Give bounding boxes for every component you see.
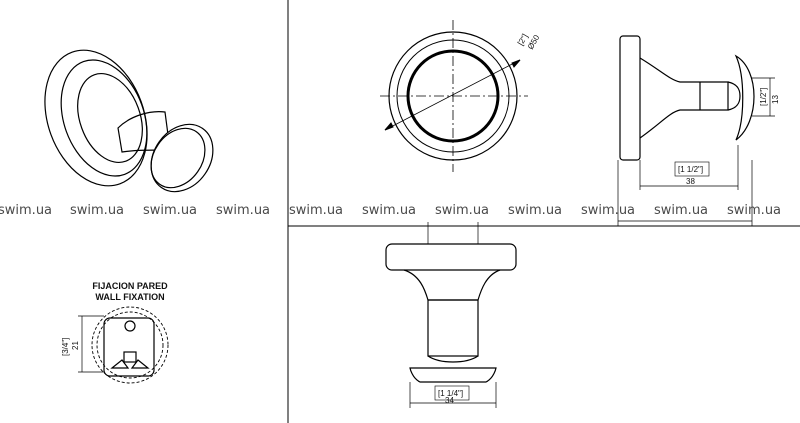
front-view — [380, 20, 528, 172]
watermark-text: swim.ua — [654, 203, 709, 218]
bottom-view — [385, 222, 517, 408]
watermark-text: swim.ua — [70, 203, 125, 218]
side-height-metric: 13 — [771, 95, 780, 104]
bottom-width-imperial: [1 1/4"] — [438, 389, 463, 398]
watermark-text: swim.ua — [143, 203, 198, 218]
watermark-text: swim.ua — [362, 203, 417, 218]
front-diameter-metric: Ø50 — [526, 33, 542, 51]
watermark-text: swim.ua — [435, 203, 490, 218]
fixation-title-es: FIJACION PARED — [92, 281, 168, 291]
watermark-text: swim.ua — [508, 203, 563, 218]
side-depth-imperial: [1 1/2"] — [678, 165, 703, 174]
fixation-dim-metric: 21 — [71, 341, 80, 350]
watermark-text: swim.ua — [581, 203, 636, 218]
fixation-dim-imperial: [3/4"] — [61, 338, 70, 356]
watermark-text: swim.ua — [727, 203, 782, 218]
watermark-row: swim.ua swim.ua swim.ua swim.ua swim.ua … — [0, 203, 800, 219]
isometric-view — [44, 49, 214, 193]
watermark-text: swim.ua — [289, 203, 344, 218]
side-height-imperial: [1/2"] — [759, 88, 768, 106]
wall-fixation-detail — [78, 306, 169, 384]
bottom-width-metric: 34 — [445, 396, 454, 405]
watermark-text: swim.ua — [0, 203, 53, 218]
side-depth-metric: 38 — [686, 177, 695, 186]
side-view — [617, 35, 775, 226]
fixation-title-en: WALL FIXATION — [95, 292, 164, 302]
watermark-text: swim.ua — [216, 203, 271, 218]
